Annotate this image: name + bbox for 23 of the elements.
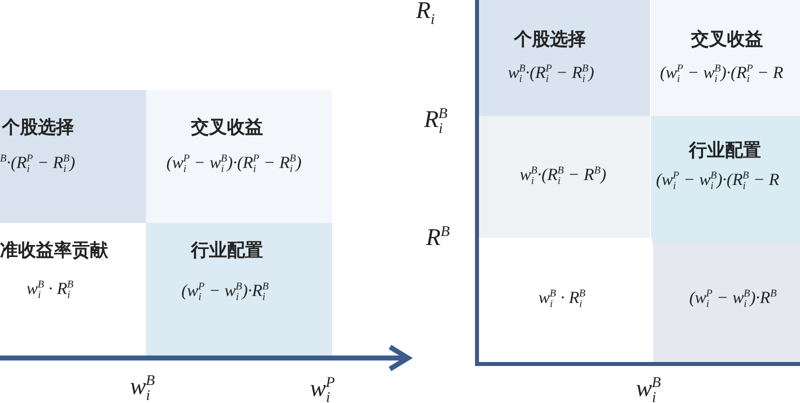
axis-label: R$^{B}$ <box>426 224 450 253</box>
formula-text: (w$_{i}$$^{P}$ − w$_{i}$$^{B}$)·(R$_{i}$$^{B}$ − R <box>656 170 780 194</box>
quadrant-title: 行业配置 <box>689 140 761 162</box>
formula-text: (w$_{i}$$^{P}$ − w$_{i}$$^{B}$)·(R$_{i}$$^{P}$ − R <box>660 63 784 88</box>
quadrant-title: 行业配置 <box>191 240 263 262</box>
formula-text: (w$_{i}$$^{P}$ − w$_{i}$$^{B}$)·(R$_{i}$$^{P}$ − R$_{i}$$^{B}$) <box>166 153 302 178</box>
quadrant-box <box>651 116 800 242</box>
quadrant-title: 准收益率贡献 <box>0 240 108 262</box>
quadrant-title: 个股选择 <box>514 29 586 51</box>
formula-text: (w$_{i}$$^{P}$ − w$_{i}$$^{B}$)·R$^{B}$ <box>689 288 777 312</box>
formula-text: $^{B}$·(R$_{i}$$^{P}$ − R$_{i}$$^{B}$) <box>0 153 76 178</box>
quadrant-title: 交叉收益 <box>691 29 763 51</box>
quadrant-box <box>651 0 800 116</box>
formula-text: w$_{i}$$^{B}$·(R$_{i}$$^{B}$ − R$^{B}$) <box>520 165 606 190</box>
quadrant-box <box>653 242 800 362</box>
quadrant-box <box>0 90 146 223</box>
quadrant-box <box>146 90 332 223</box>
quadrant-title: 交叉收益 <box>191 117 263 139</box>
quadrant-box <box>479 0 650 116</box>
quadrant-box <box>146 223 332 356</box>
quadrant-box <box>479 116 650 238</box>
formula-text: w$_{i}$$^{B}$·(R$_{i}$$^{P}$ − R$_{i}$$^{B}$) <box>508 63 594 88</box>
quadrant-title: 个股选择 <box>2 117 74 139</box>
